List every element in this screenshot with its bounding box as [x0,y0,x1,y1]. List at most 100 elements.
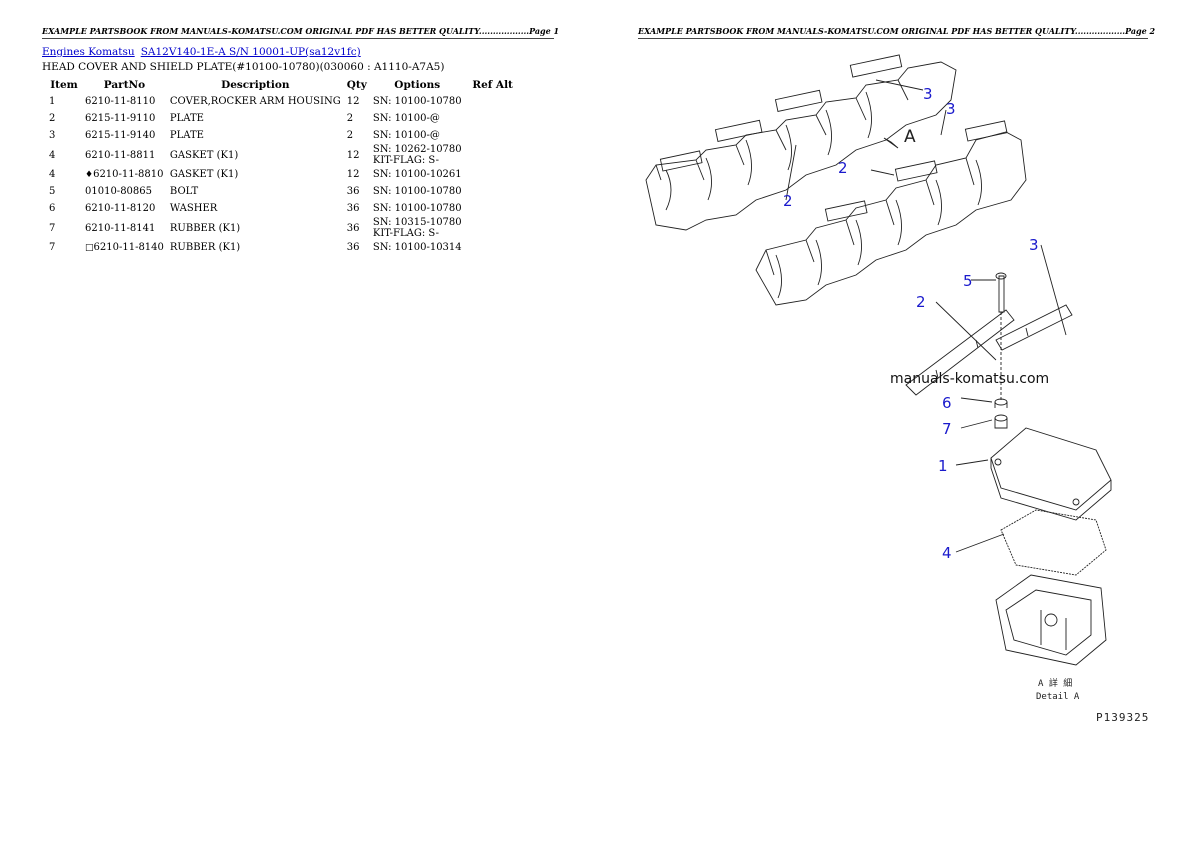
page-header-2: EXAMPLE PARTSBOOK FROM MANUALS-KOMATSU.C… [638,26,1155,39]
cell-options: SN: 10100-10780 [370,183,465,200]
cell-description: GASKET (K1) [169,169,239,180]
part-number: 6210-11-8120 [85,203,156,214]
option-line-2: KIT-FLAG: S- [372,228,439,239]
cell-qty: 36 [346,242,360,253]
cell-refalt [465,183,521,200]
callout-4: 4 [942,544,952,562]
cell-refalt [465,200,521,217]
page-header-1: EXAMPLE PARTSBOOK FROM MANUALS-KOMATSU.C… [42,26,559,39]
cell-item: 5 [49,186,56,197]
cell-partno: 6210-11-8120 [82,200,167,217]
cell-options: SN: 10100-@ [370,127,465,144]
part-number: 6210-11-8110 [85,96,156,107]
breadcrumb-link-model[interactable]: SA12V140-1E-A S/N 10001-UP(sa12v1fc) [140,46,361,58]
cell-qty: 2 [346,113,354,124]
detail-label-jp: A 詳 細 [1038,677,1072,689]
cell-refalt [465,166,521,183]
option-line-1: SN: 10100-10314 [372,242,462,253]
col-description: Description [221,79,290,91]
part-number: 6215-11-9140 [85,130,156,141]
cell-options: SN: 10100-10780 [370,200,465,217]
breadcrumb: Engines Komatsu SA12V140-1E-A S/N 10001-U… [42,46,367,58]
callout-2a: 2 [838,159,848,177]
cell-refalt [465,110,521,127]
part-number: 6215-11-9110 [85,113,156,124]
col-options: Options [394,79,441,91]
part-number: 6210-11-8811 [85,149,156,161]
option-line-1: SN: 10262-10780 [372,144,462,155]
callout-5: 5 [963,272,973,290]
col-qty: Qty [346,79,367,91]
row-marker: ♦ [85,170,94,180]
cell-partno: ♦6210-11-8810 [82,166,167,183]
cell-partno: 6210-11-8811 [82,144,167,166]
cell-refalt [465,239,521,256]
table-row: 4 6210-11-8811 GASKET (K1) 12 SN: 10262-1078… [42,144,521,166]
cell-options: SN: 10100-10780 [370,93,465,110]
cell-partno: □6210-11-8140 [82,239,167,256]
cell-qty: 36 [346,203,360,214]
col-partno: PartNo [103,79,146,91]
drawing-ref-code: P139325 [1096,711,1149,724]
cell-description: COVER,ROCKER ARM HOUSING [169,96,341,107]
part-number: 6210-11-8140 [93,242,164,253]
cell-options: SN: 10100-10261 [370,166,465,183]
option-line-1: SN: 10100-@ [372,113,440,124]
col-refalt: Ref Alt [472,79,513,91]
option-line-1: SN: 10315-10780 [372,217,462,228]
option-line-2: KIT-FLAG: S- [372,155,439,166]
cell-item: 2 [49,113,56,124]
cell-partno: 6210-11-8141 [82,217,167,239]
exploded-parts-diagram: 3 3 2 2 3 5 2 6 7 1 4 A manuals-komatsu.… [645,54,1149,724]
cell-item: 3 [49,130,56,141]
cell-item: 6 [49,203,56,214]
cell-qty: 12 [346,149,360,161]
arrow-label-a: A [904,127,916,147]
cell-qty: 36 [346,222,360,234]
parts-table: Item PartNo Description Qty Options Ref … [42,77,521,256]
part-number: 01010-80865 [85,186,153,197]
part-number: 6210-11-8141 [85,222,156,234]
option-line-1: SN: 10100-10780 [372,96,462,107]
cell-refalt [465,217,521,239]
table-header-row: Item PartNo Description Qty Options Ref … [42,77,521,93]
callout-7: 7 [942,420,952,438]
cell-options: SN: 10100-@ [370,110,465,127]
cell-item: 4 [49,169,56,180]
cell-refalt [465,93,521,110]
callout-3b: 3 [946,100,956,118]
option-line-1: SN: 10100-10261 [372,169,462,180]
callout-1: 1 [938,457,948,475]
cell-options: SN: 10100-10314 [370,239,465,256]
cell-qty: 2 [346,130,354,141]
cell-partno: 6210-11-8110 [82,93,167,110]
cell-item: 4 [49,149,56,161]
watermark: manuals-komatsu.com [890,371,1049,387]
breadcrumb-link-engines[interactable]: Engines Komatsu [42,46,135,58]
callout-2c: 2 [916,293,926,311]
detail-label: Detail A [1036,692,1080,702]
col-item: Item [50,79,78,91]
cell-description: PLATE [169,113,204,124]
option-line-1: SN: 10100-10780 [372,203,462,214]
cell-item: 7 [49,242,56,253]
cell-description: BOLT [169,186,199,197]
cell-item: 1 [49,96,56,107]
cell-description: GASKET (K1) [169,149,239,161]
table-row: 5 01010-80865 BOLT 36 SN: 10100-10780 [42,183,521,200]
option-line-1: SN: 10100-@ [372,130,440,141]
row-marker: □ [85,243,94,253]
cell-qty: 12 [346,169,360,180]
callout-3a: 3 [923,85,933,103]
cell-qty: 36 [346,186,360,197]
table-row: 2 6215-11-9110 PLATE 2 SN: 10100-@ [42,110,521,127]
cell-partno: 6215-11-9110 [82,110,167,127]
callout-3c: 3 [1029,236,1039,254]
engine-head-drawing [645,54,1112,666]
cell-description: RUBBER (K1) [169,222,241,234]
